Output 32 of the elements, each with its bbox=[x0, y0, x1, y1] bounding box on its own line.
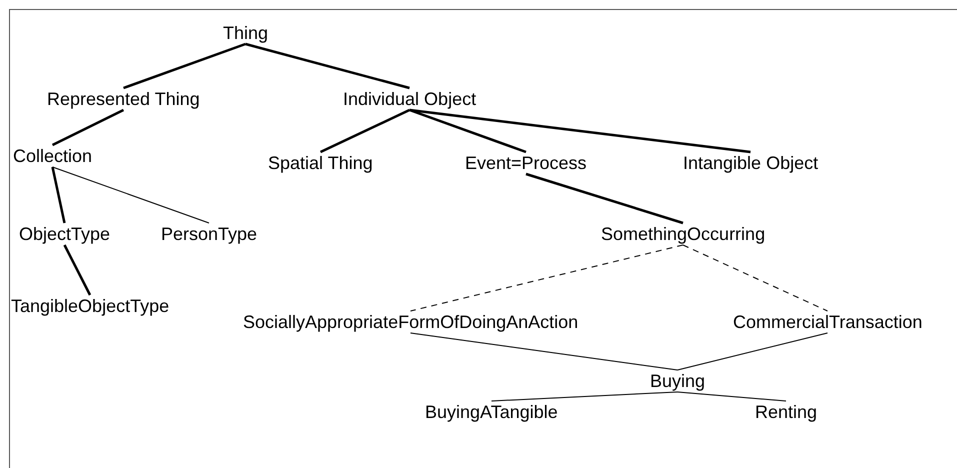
term-label: ObjectType bbox=[19, 224, 110, 244]
term-label: Individual Object bbox=[343, 89, 476, 109]
term-label: PersonType bbox=[161, 224, 258, 244]
connector-line bbox=[123, 42, 246, 90]
term-label: Represented Thing bbox=[47, 89, 200, 109]
term-label: Event=Process bbox=[465, 153, 587, 173]
term-label: Intangible Object bbox=[683, 153, 818, 173]
term-label: TangibleObjectType bbox=[11, 296, 170, 316]
term-label: Thing bbox=[223, 23, 268, 43]
connector-line bbox=[410, 244, 684, 312]
connector-line bbox=[682, 244, 828, 312]
connector-line bbox=[63, 244, 92, 296]
connector-line bbox=[245, 42, 410, 90]
term-label: Renting bbox=[755, 402, 818, 422]
term-label: SomethingOccurring bbox=[601, 224, 766, 244]
connector-line bbox=[409, 108, 526, 154]
term-label: Collection bbox=[13, 146, 92, 166]
connector-line bbox=[491, 392, 678, 402]
term-label: Spatial Thing bbox=[268, 153, 373, 173]
term-label: SociallyAppropriateFormOfDoingAnAction bbox=[243, 312, 578, 332]
connector-line bbox=[409, 108, 751, 154]
connector-line bbox=[677, 392, 786, 402]
connector-line bbox=[52, 108, 124, 146]
connector-line bbox=[410, 332, 678, 370]
term-label: BuyingATangible bbox=[425, 402, 558, 422]
connector-line bbox=[52, 166, 210, 224]
connector-line bbox=[320, 108, 410, 154]
term-label: Buying bbox=[650, 371, 706, 391]
connector-line bbox=[526, 172, 684, 224]
term-label: CommercialTransaction bbox=[733, 312, 922, 332]
connector-line bbox=[677, 332, 828, 370]
connector-line bbox=[51, 166, 66, 224]
